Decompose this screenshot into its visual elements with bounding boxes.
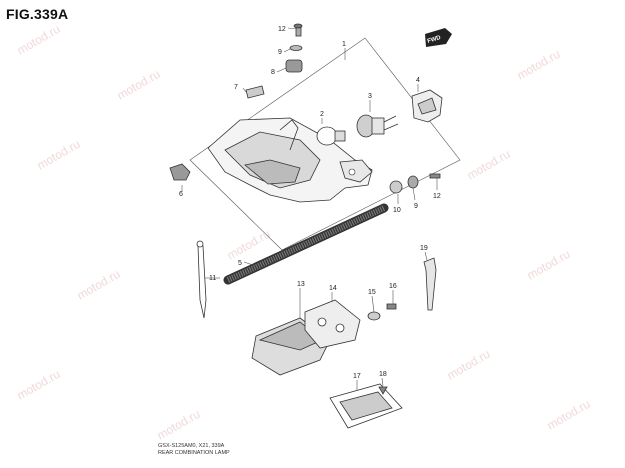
callout-9-upper: 9	[278, 49, 282, 56]
bulb	[316, 126, 346, 146]
callout-7: 7	[234, 84, 238, 91]
callout-9-lower: 9	[414, 203, 418, 210]
callout-11: 11	[209, 275, 216, 282]
nut	[378, 386, 388, 395]
washer	[367, 311, 381, 321]
leader-lines	[181, 27, 438, 390]
callout-labels: 1 2 3 4 5 6 7 8 9 9 10 11 12 12 13 14 15…	[179, 26, 441, 380]
watermark: motod.ru	[515, 47, 563, 83]
figure-footer: GSX-S125AM0, X21, 339A REAR COMBINATION …	[158, 443, 230, 457]
watermark: motod.ru	[75, 267, 123, 303]
assembly-frame	[189, 37, 461, 251]
callout-12-lower: 12	[433, 193, 441, 200]
section-name: REAR COMBINATION LAMP	[158, 450, 230, 456]
washer	[407, 175, 419, 189]
license-lamp	[251, 299, 361, 376]
watermark: motod.ru	[15, 22, 63, 58]
reflector	[329, 383, 403, 429]
callout-16: 16	[389, 283, 397, 290]
model-code: GSX-S125AM0, X21, 339A	[158, 443, 225, 449]
wiring-tube	[223, 203, 389, 285]
watermark: motod.ru	[225, 227, 273, 263]
callout-6: 6	[179, 191, 183, 198]
lamp-socket	[304, 299, 361, 349]
grommet	[285, 59, 303, 73]
watermark: motod.ru	[35, 137, 83, 173]
fwd-label: FWD	[427, 35, 442, 45]
screw	[429, 173, 441, 179]
watermark: motod.ru	[155, 407, 203, 443]
callout-4: 4	[416, 77, 420, 84]
lamp-housing	[207, 117, 373, 203]
cushion	[169, 163, 191, 181]
watermark: motod.ru	[465, 147, 513, 183]
watermark-layer: motod.ru motod.ru motod.ru motod.ru moto…	[15, 22, 593, 443]
clamp	[423, 257, 437, 311]
callout-3: 3	[368, 93, 372, 100]
callout-18: 18	[379, 371, 387, 378]
callout-10: 10	[393, 207, 401, 214]
callout-8: 8	[271, 69, 275, 76]
clip	[245, 85, 265, 99]
watermark: motod.ru	[15, 367, 63, 403]
screw	[386, 303, 397, 310]
watermark: motod.ru	[115, 67, 163, 103]
watermark: motod.ru	[545, 397, 593, 433]
washer	[289, 45, 303, 51]
socket	[356, 114, 399, 138]
callout-2: 2	[320, 111, 324, 118]
callout-1: 1	[342, 41, 346, 48]
figure-title: FIG.339A	[6, 6, 69, 22]
callout-17: 17	[353, 373, 361, 380]
watermark: motod.ru	[445, 347, 493, 383]
watermark: motod.ru	[525, 247, 573, 283]
lower-fasteners	[389, 173, 441, 194]
grommet	[389, 180, 403, 194]
connector	[411, 89, 443, 123]
fwd-badge: FWD	[425, 28, 452, 47]
callout-12-upper: 12	[278, 26, 286, 33]
callout-13: 13	[297, 281, 305, 288]
callout-15: 15	[368, 289, 376, 296]
cable-tie	[197, 245, 207, 319]
callout-5: 5	[238, 260, 242, 267]
upper-fasteners	[285, 23, 303, 73]
callout-14: 14	[329, 285, 337, 292]
fwd-arrow-icon	[425, 28, 452, 47]
callout-19: 19	[420, 245, 428, 252]
